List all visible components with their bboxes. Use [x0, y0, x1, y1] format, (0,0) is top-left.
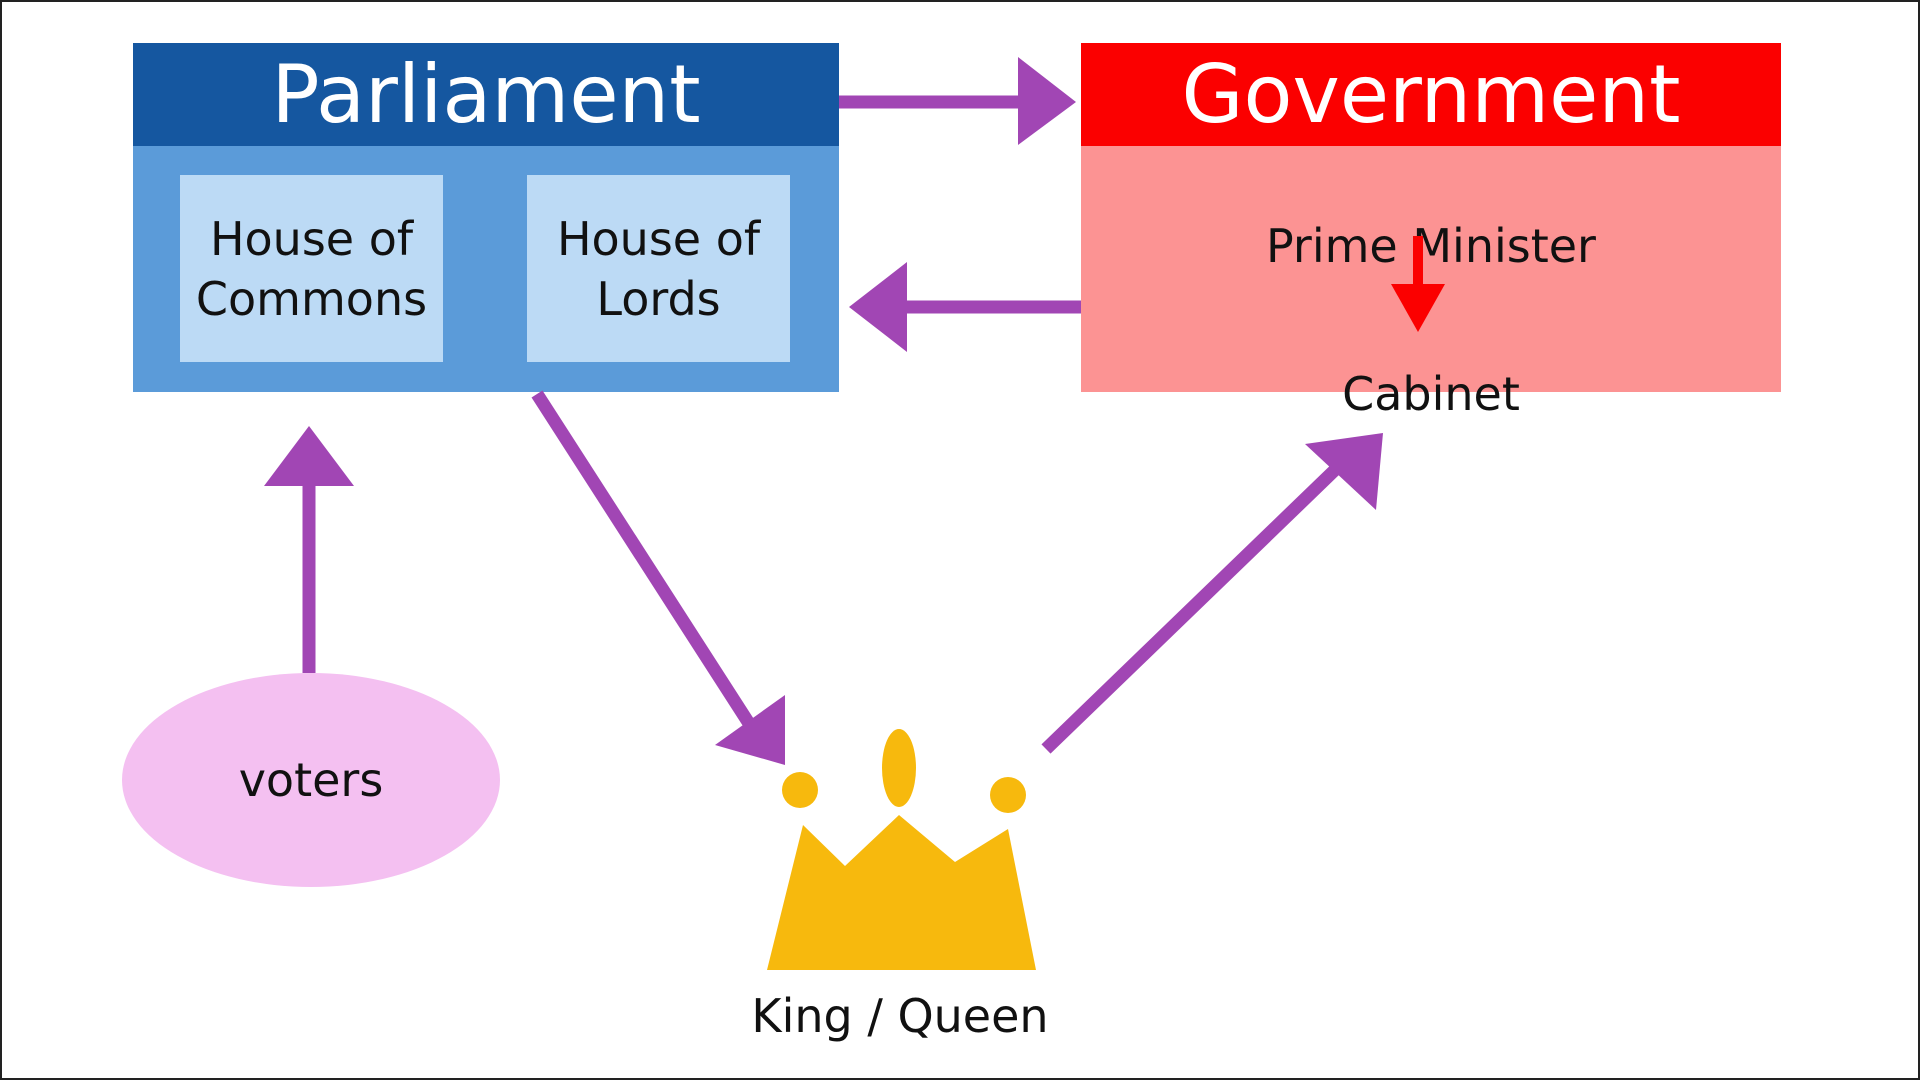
house-of-lords-line2: Lords — [596, 271, 721, 326]
house-of-commons-line2: Commons — [195, 271, 428, 326]
voters-label: voters — [238, 753, 384, 807]
house-of-lords-line1: House of — [556, 211, 761, 266]
voters-ellipse: voters — [122, 673, 500, 887]
parliament-title: Parliament — [133, 43, 839, 146]
house-of-commons-box: House of Commons — [180, 175, 443, 362]
king-queen-label: King / Queen — [751, 989, 1049, 1043]
government-box: Government Prime Minister Cabinet — [1081, 43, 1781, 421]
cabinet-label: Cabinet — [1342, 367, 1520, 421]
house-of-lords-box: House of Lords — [527, 175, 790, 362]
parliament-box: Parliament House of Commons House of Lor… — [133, 43, 839, 392]
prime-minister-label: Prime Minister — [1266, 219, 1596, 273]
government-title: Government — [1081, 43, 1781, 146]
house-of-commons-line1: House of — [209, 211, 414, 266]
